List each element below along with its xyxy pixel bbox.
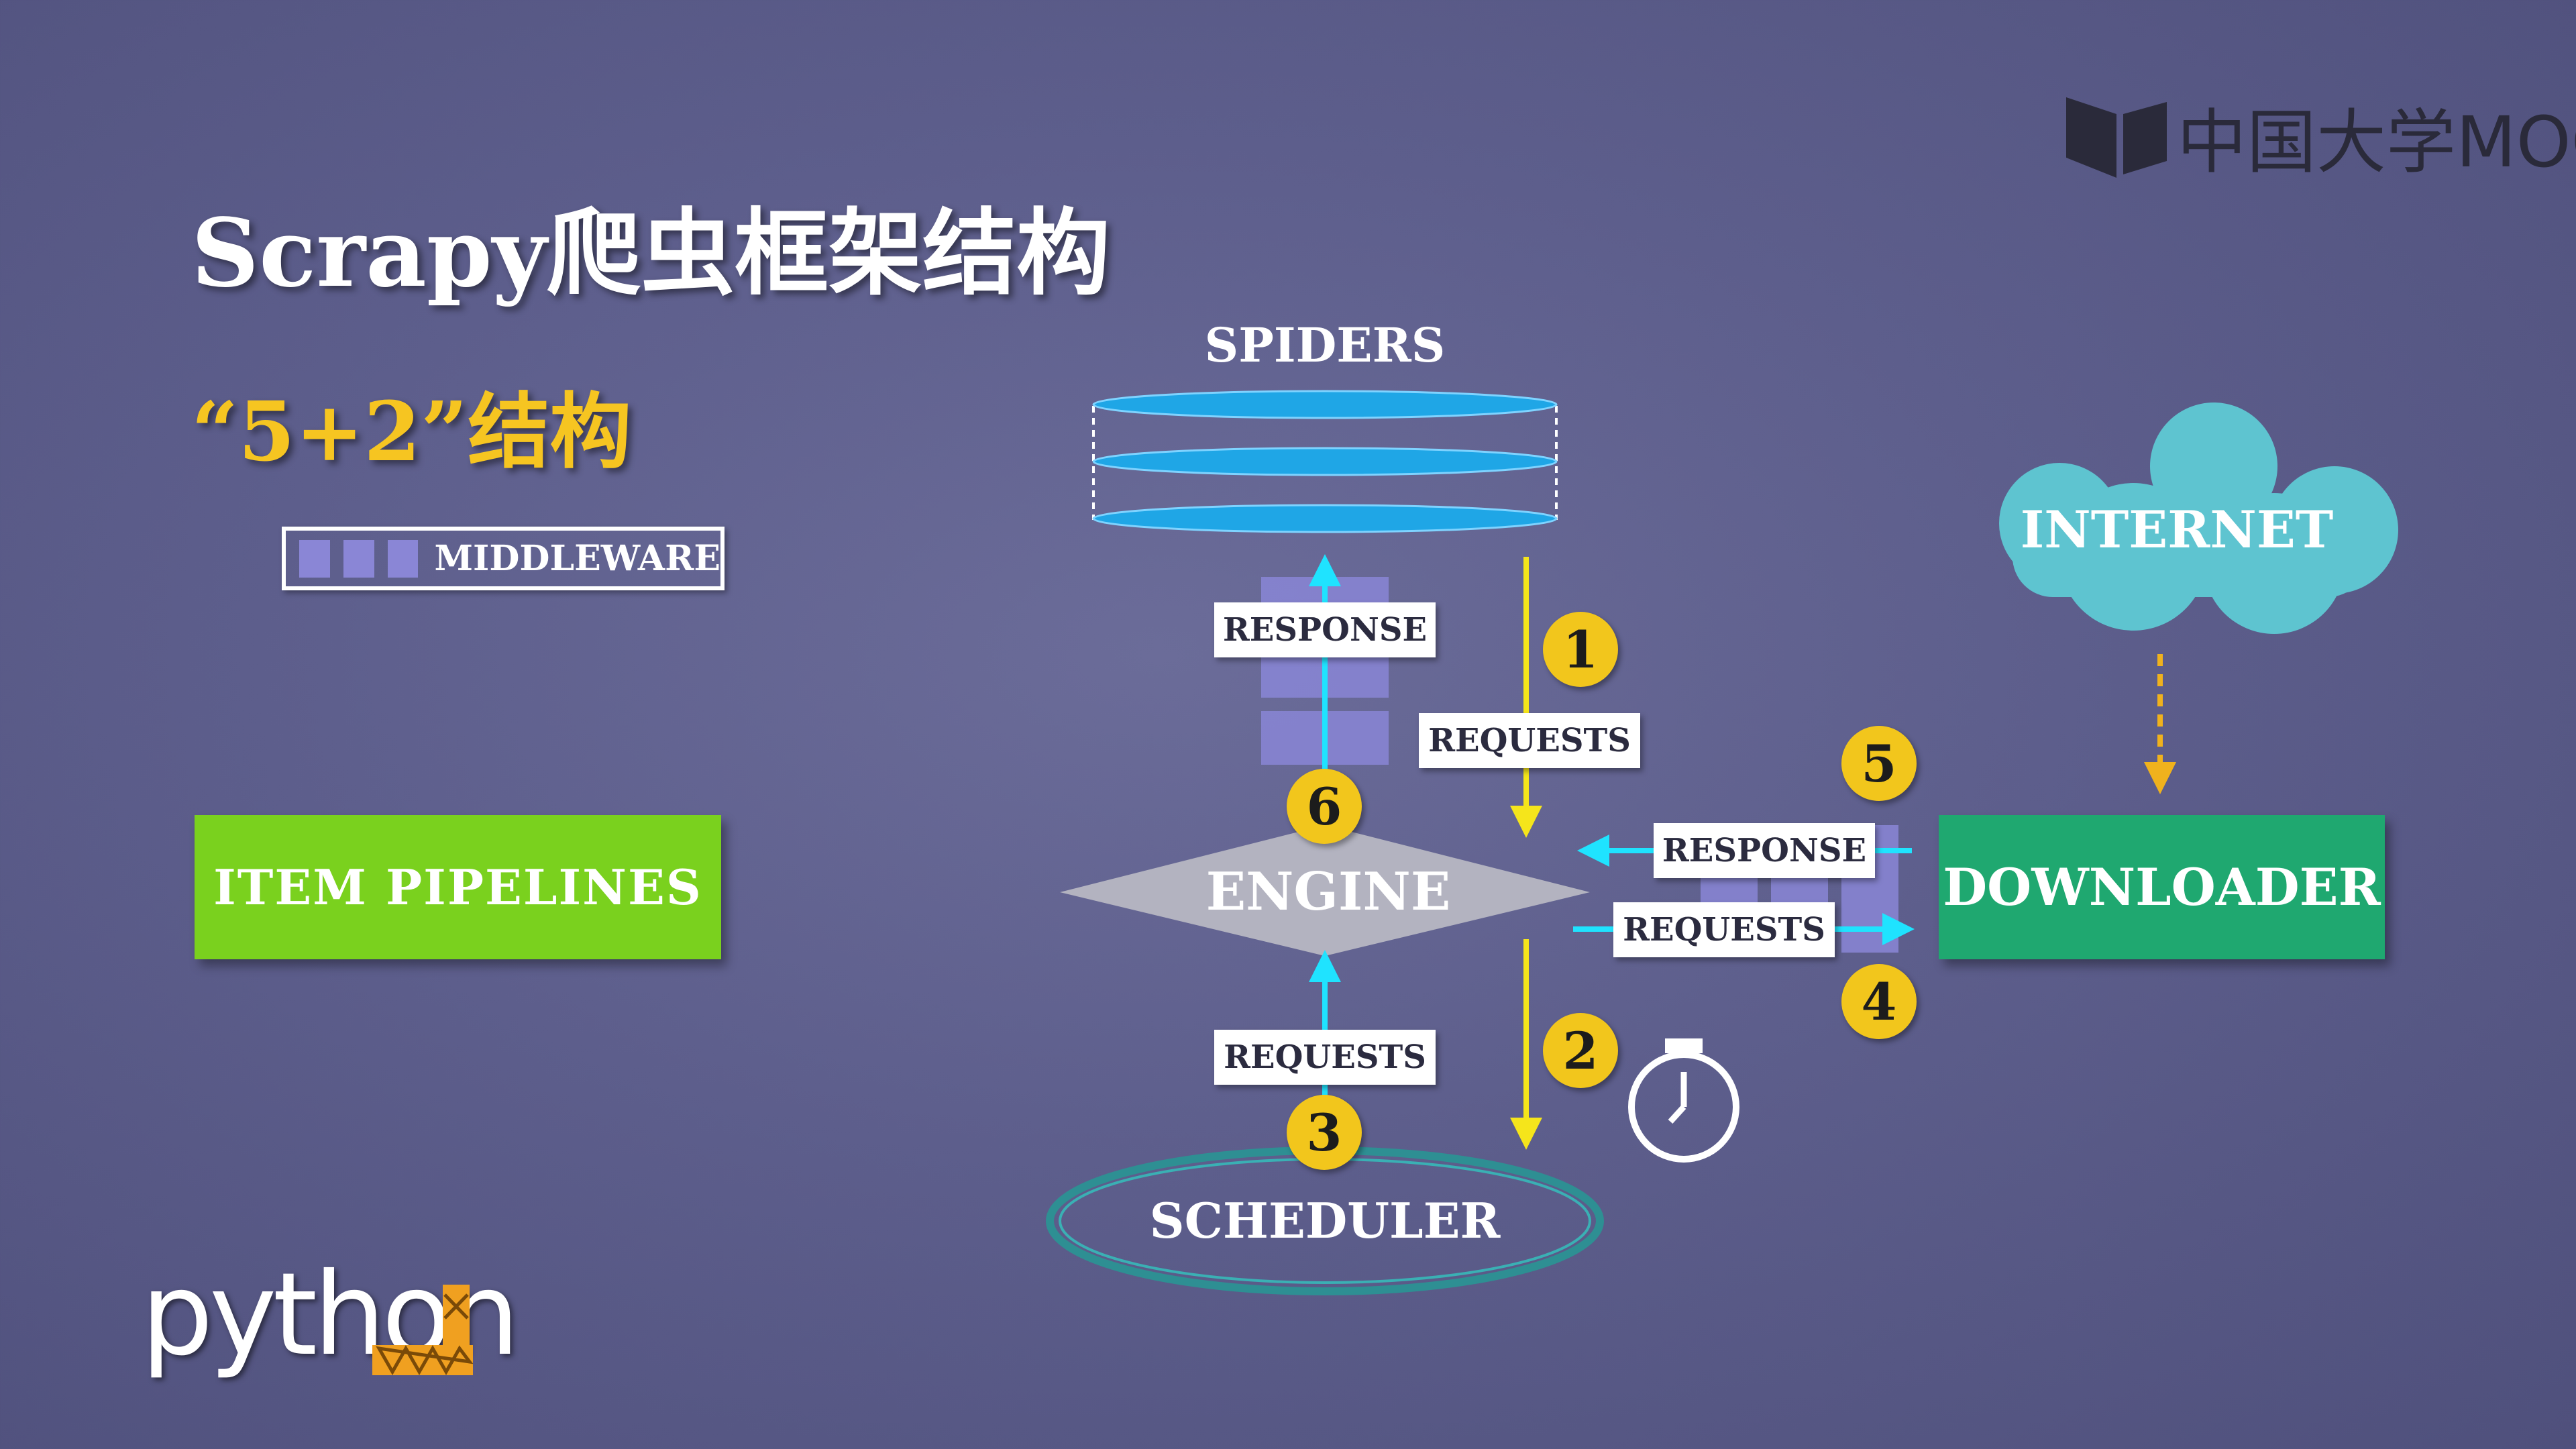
- scheduler-requests-label: REQUESTS: [1214, 1030, 1436, 1085]
- step-badge-6: 6: [1287, 769, 1362, 844]
- downloader-requests-label: REQUESTS: [1613, 902, 1835, 957]
- step-badge-5: 5: [1841, 726, 1917, 801]
- spider-requests-label: REQUESTS: [1419, 713, 1640, 768]
- legend-swatch: [387, 539, 419, 578]
- internet-cloud: [1999, 402, 2398, 634]
- spiders-stack: [1092, 390, 1558, 533]
- legend-swatch: [343, 539, 374, 578]
- spiders-label: SPIDERS: [1204, 317, 1446, 373]
- step-badge-2: 2: [1543, 1013, 1618, 1088]
- scheduler-label: SCHEDULER: [1149, 1192, 1501, 1249]
- page-subtitle: “5+2”结构: [191, 383, 632, 480]
- item-pipelines-box: ITEM PIPELINES: [195, 815, 721, 959]
- legend-label: MIDDLEWARE: [434, 538, 720, 579]
- python-logo-ribbon: [372, 1285, 473, 1375]
- middleware-legend: MIDDLEWARE: [282, 527, 724, 590]
- engine-label: ENGINE: [1205, 861, 1451, 922]
- mooc-logo-icon: [2066, 97, 2167, 178]
- brand-text: 中国大学MOOC: [2177, 101, 2576, 183]
- brand-logo: 中国大学MOOC: [2063, 94, 2576, 183]
- internet-label: INTERNET: [2020, 500, 2334, 559]
- page-title: Scrapy爬虫框架结构: [191, 199, 1111, 309]
- step-badge-1: 1: [1543, 612, 1618, 687]
- step-badge-3: 3: [1287, 1095, 1362, 1170]
- downloader-response-label: RESPONSE: [1654, 823, 1875, 878]
- engine-diamond: [1060, 825, 1590, 956]
- downloader-box: DOWNLOADER: [1939, 815, 2385, 959]
- stopwatch-icon: [1628, 1038, 1739, 1163]
- python-logo-icon: python: [141, 1248, 520, 1395]
- legend-swatch: [299, 539, 330, 578]
- step-badge-4: 4: [1841, 964, 1917, 1039]
- spider-response-label: RESPONSE: [1214, 602, 1436, 657]
